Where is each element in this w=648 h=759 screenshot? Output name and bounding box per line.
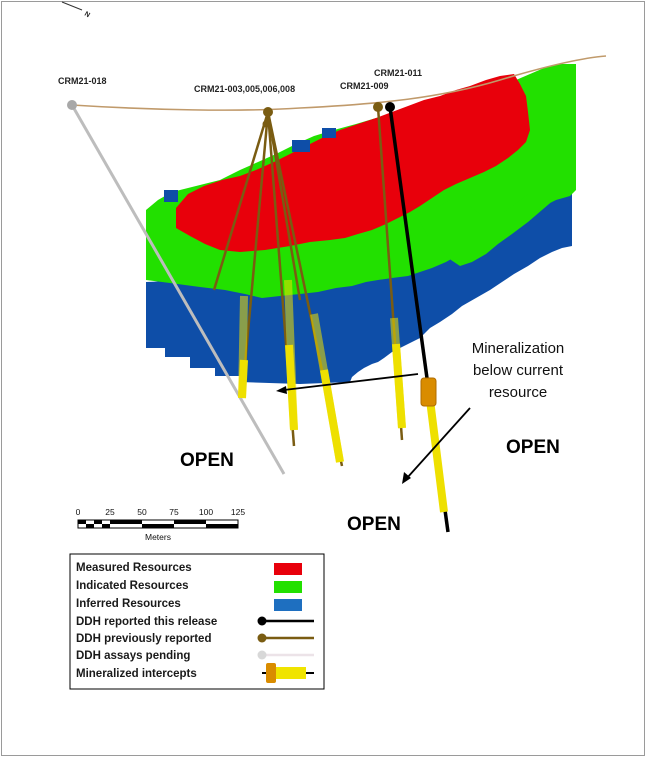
indicated-inner-zone	[420, 182, 556, 266]
inferred-top-block	[164, 190, 178, 202]
legend-label-ddh-this-release: DDH reported this release	[76, 616, 217, 628]
callout-line-1: Mineralization	[472, 340, 565, 357]
open-label-right: OPEN	[506, 437, 560, 458]
topography-line	[71, 55, 607, 111]
hole-label-crm21-009: CRM21-009	[340, 81, 389, 91]
intercept-segment	[238, 359, 248, 399]
open-label-bottom: OPEN	[347, 514, 401, 535]
mineralized-intercepts	[238, 279, 406, 463]
scale-tick-label: 100	[199, 507, 213, 517]
legend-symbol-ddh-previous	[257, 633, 314, 643]
hole-label-crm21-018: CRM21-018	[58, 76, 107, 86]
measured-resource-zone	[176, 74, 530, 252]
scale-tick-label: 0	[76, 507, 81, 517]
inferred-top-block	[322, 128, 336, 138]
callout-line-3: resource	[489, 384, 547, 401]
scale-tick-label: 25	[105, 507, 115, 517]
legend-label-measured: Measured Resources	[76, 562, 192, 574]
callout-arrows	[276, 373, 471, 484]
legend-label-indicated: Indicated Resources	[76, 580, 188, 592]
scale-tick-label: 125	[231, 507, 245, 517]
legend-label-intercepts: Mineralized intercepts	[76, 668, 197, 680]
legend-swatch-inferred	[274, 599, 302, 611]
intercept-segment	[392, 343, 406, 429]
open-label-left: OPEN	[180, 450, 234, 471]
scale-tick-label: 75	[169, 507, 179, 517]
legend-swatch-indicated	[274, 581, 302, 593]
callout-line-2: below current	[473, 362, 564, 379]
north-letter: N	[83, 11, 91, 20]
resource-block-model	[146, 64, 576, 384]
scale-unit: Meters	[145, 532, 171, 542]
hole-label-crm21-003-group: CRM21-003,005,006,008	[194, 84, 295, 94]
scale-tick-label: 50	[137, 507, 147, 517]
intercept-segment	[285, 344, 298, 431]
high-grade-intercept	[420, 377, 437, 407]
scale-bar: 0 25 50 75 100 125 Meters	[76, 507, 246, 542]
hole-label-crm21-011: CRM21-011	[374, 68, 422, 78]
ddh-crm21-018[interactable]	[67, 100, 286, 475]
legend-symbol-ddh-this-release	[257, 616, 314, 626]
legend: Measured Resources Indicated Resources I…	[69, 553, 325, 690]
legend-label-ddh-pending: DDH assays pending	[76, 650, 190, 662]
north-arrow-icon: N	[61, 1, 91, 20]
ddh-crm21-011[interactable]	[385, 102, 450, 533]
legend-symbol-intercepts	[262, 663, 314, 683]
legend-symbol-ddh-pending	[257, 650, 314, 660]
inferred-top-block	[292, 140, 310, 152]
legend-label-ddh-previous: DDH previously reported	[76, 633, 211, 645]
legend-swatch-measured	[274, 563, 302, 575]
legend-label-inferred: Inferred Resources	[76, 598, 181, 610]
